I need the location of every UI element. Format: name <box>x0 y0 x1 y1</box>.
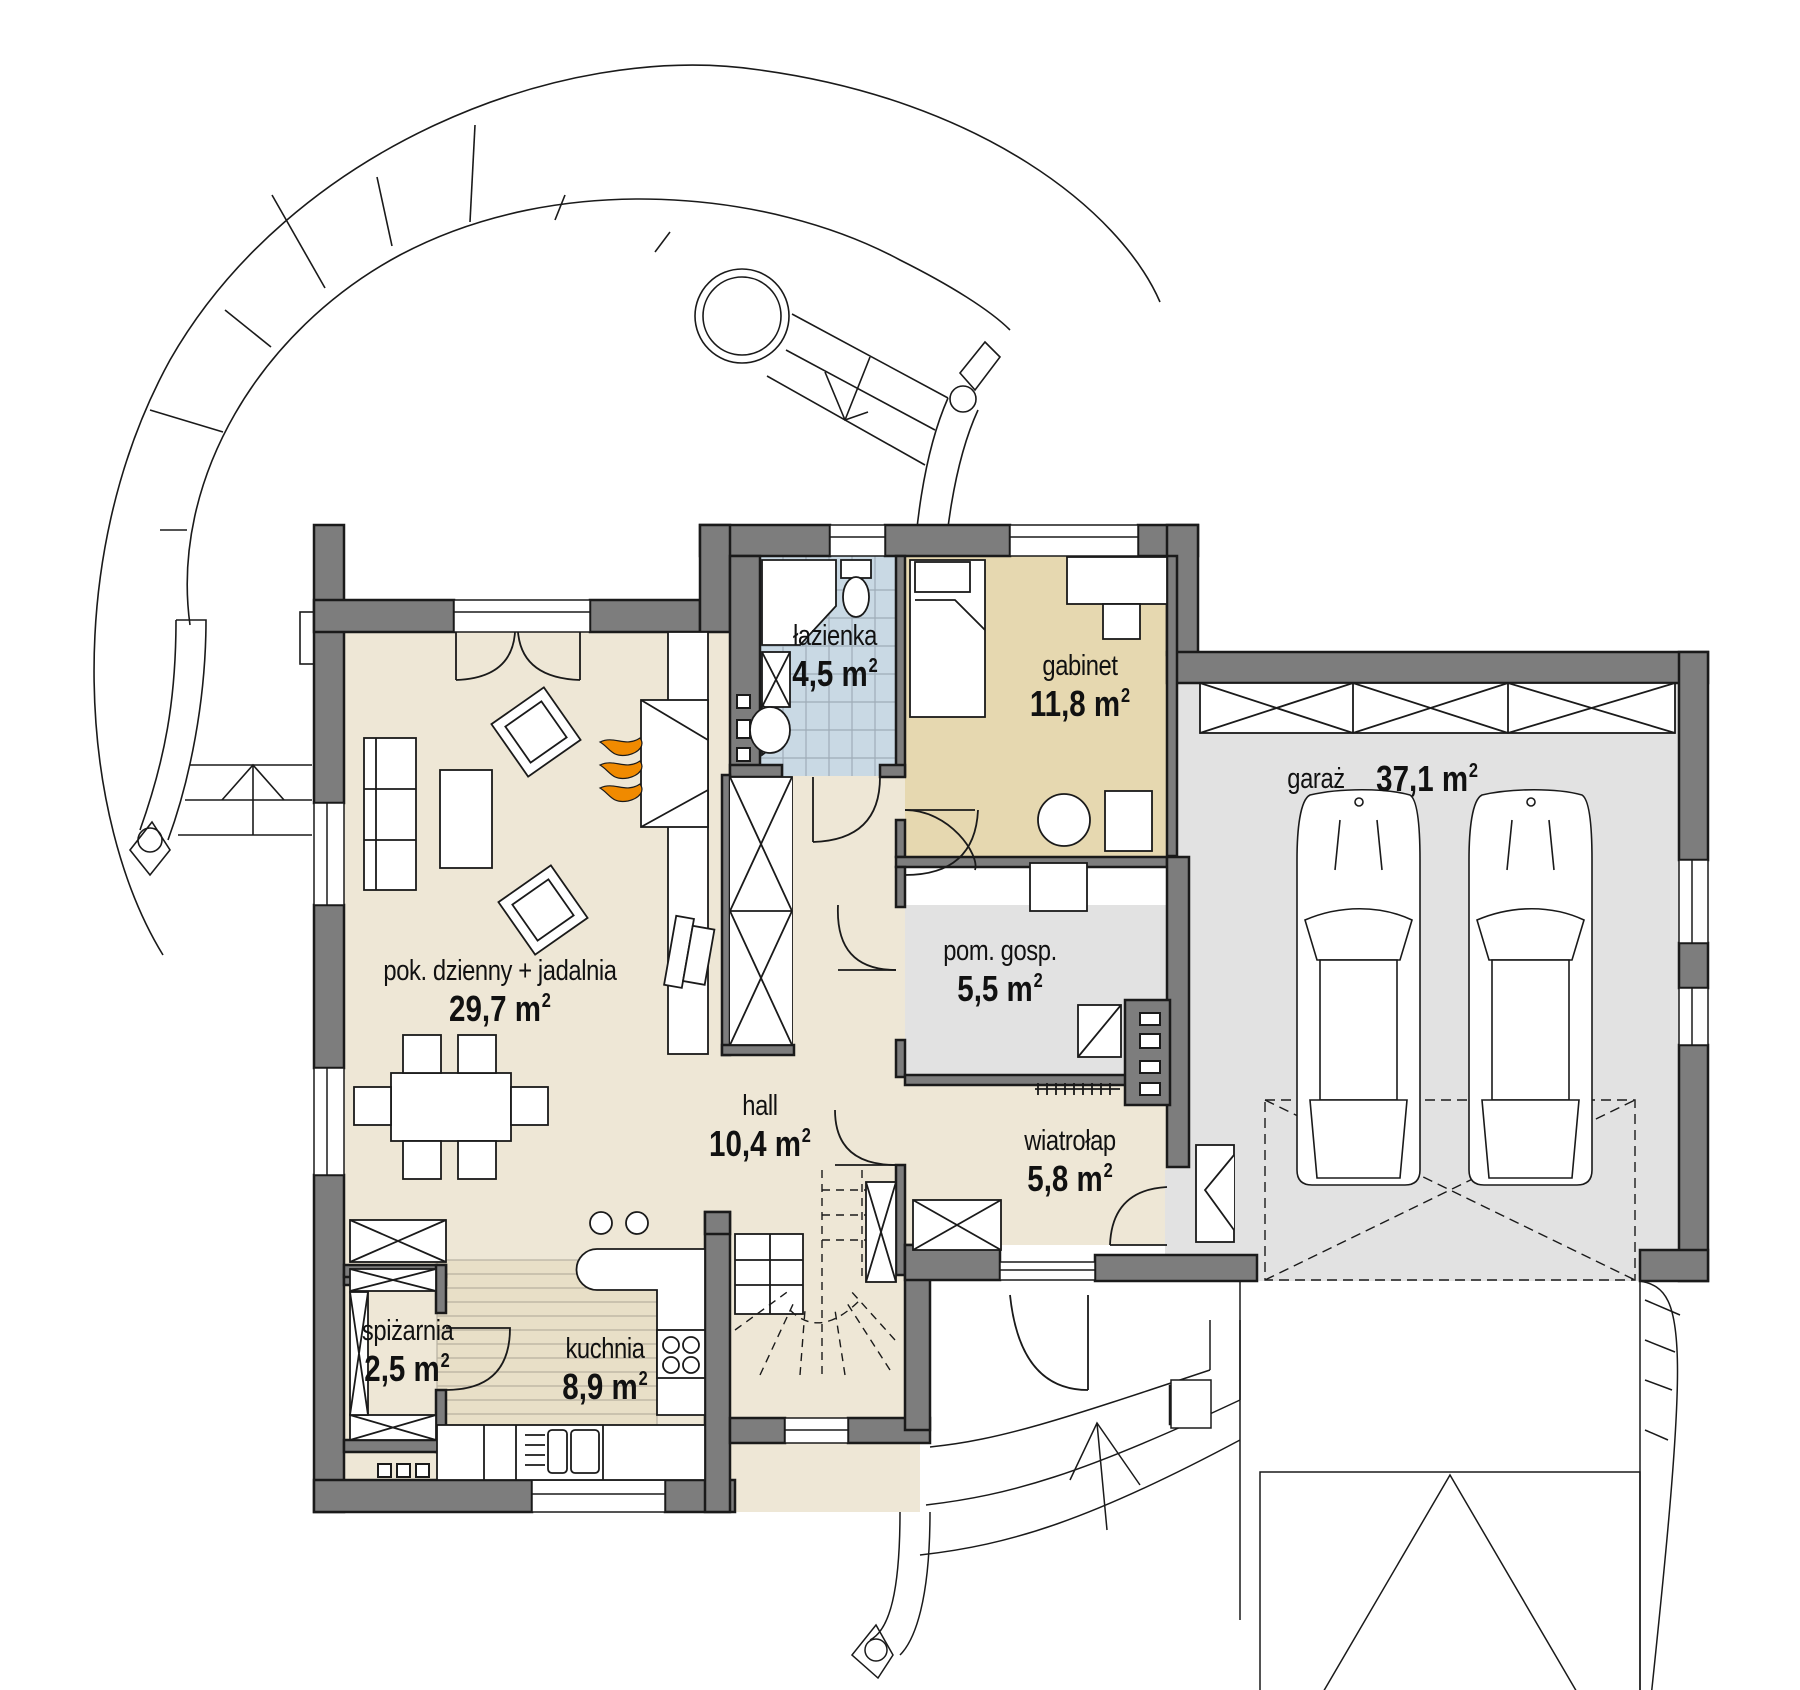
ventilation-holes <box>377 694 1161 1478</box>
room-label-hall: hall 10,4 m2 <box>709 1090 811 1164</box>
room-label-garage: garaż 37,1 m2 <box>1286 758 1479 799</box>
room-label-study: gabinet 11,8 m2 <box>1029 650 1131 724</box>
entrance-area <box>850 1280 1681 1690</box>
room-label-kitchen: kuchnia 8,9 m2 <box>562 1333 648 1407</box>
furniture <box>349 556 1676 1481</box>
room-label-vestibule: wiatrołap 5,8 m2 <box>1024 1125 1116 1199</box>
utility-floor <box>905 905 1167 1077</box>
car-icon <box>1296 788 1421 1186</box>
room-label-utility: pom. gosp. 5,5 m2 <box>943 935 1057 1009</box>
windows <box>313 524 1709 1513</box>
stairs-dashed <box>734 1170 896 1376</box>
walls <box>312 523 1710 1514</box>
fireplace-flame-icon <box>598 737 643 803</box>
room-label-pantry: spiżarnia 2,5 m2 <box>361 1315 454 1389</box>
car-icon <box>1468 788 1593 1186</box>
room-label-living: pok. dzienny + jadalnia 29,7 m2 <box>383 955 617 1029</box>
room-label-bathroom: łazienka 4,5 m2 <box>792 620 878 694</box>
